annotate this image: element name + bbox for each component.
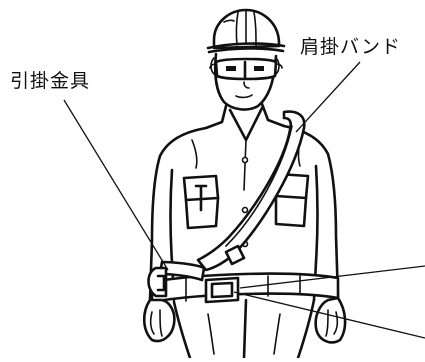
trousers bbox=[172, 298, 316, 360]
leader-shoulder-band bbox=[295, 61, 361, 133]
hook-hardware-label: 引掛金具 bbox=[10, 70, 91, 92]
leader-lines bbox=[63, 61, 425, 339]
shoulder-band bbox=[196, 110, 306, 272]
hook-hardware bbox=[147, 260, 206, 298]
collar bbox=[204, 102, 286, 191]
goggles bbox=[209, 57, 283, 81]
shoulder-band-label: 肩掛バンド bbox=[300, 36, 401, 58]
helmet bbox=[206, 8, 286, 54]
leader-hook-hardware bbox=[63, 99, 169, 271]
leader-belt-lower bbox=[233, 291, 425, 339]
leader-belt-upper bbox=[239, 265, 425, 289]
hands bbox=[142, 296, 347, 344]
